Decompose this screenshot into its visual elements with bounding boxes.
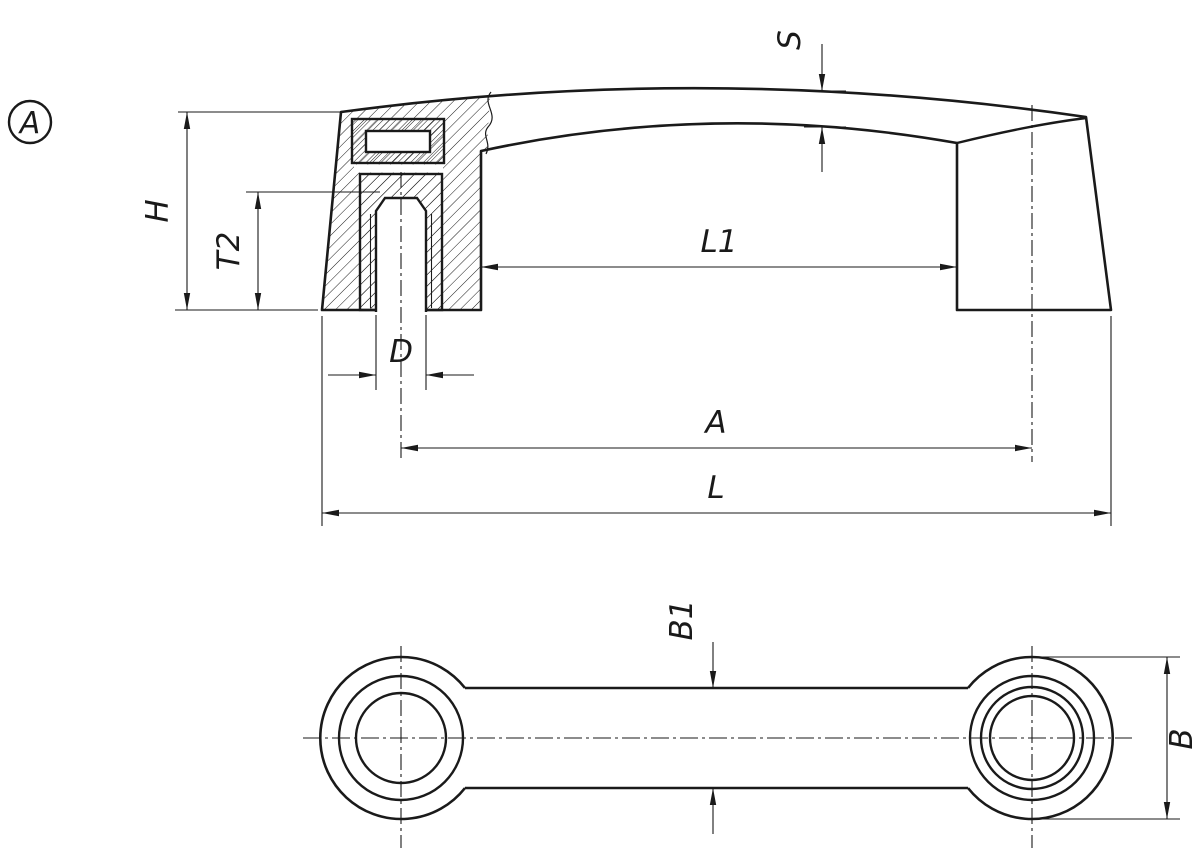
dimension-l: L	[321, 316, 1112, 526]
dimension-b1: B1	[664, 600, 717, 834]
dim-label-d: D	[389, 334, 413, 370]
dimension-l1: L1	[481, 224, 957, 271]
dimension-d: D	[328, 315, 474, 390]
insert-gap	[354, 164, 443, 173]
dim-label-a: A	[703, 405, 726, 441]
dim-label-b: B	[1164, 728, 1200, 749]
dim-label-b1: B1	[664, 600, 700, 641]
view-label-text: A	[18, 106, 41, 141]
dimension-a: A	[401, 405, 1032, 452]
dim-label-h: H	[140, 199, 176, 222]
front-view	[320, 86, 1113, 462]
right-boss-inner-edge	[956, 116, 1087, 145]
dimension-t2: T2	[211, 191, 380, 310]
dimension-b: B	[1042, 656, 1200, 820]
dim-label-t2: T2	[211, 232, 247, 271]
dim-label-l1: L1	[701, 224, 738, 260]
dim-label-l: L	[707, 470, 724, 506]
section-break-line	[484, 91, 493, 155]
dimension-h: H	[140, 111, 345, 311]
bottom-view	[303, 646, 1132, 848]
recess-slot-hole	[364, 129, 432, 154]
thread-hole-outline	[374, 196, 428, 312]
view-label-circle	[7, 99, 53, 145]
dimension-s: S	[772, 30, 846, 172]
dim-label-s: S	[772, 30, 808, 50]
view-label-marker: A	[7, 99, 53, 145]
right-boss-outer-arc	[966, 655, 1115, 821]
